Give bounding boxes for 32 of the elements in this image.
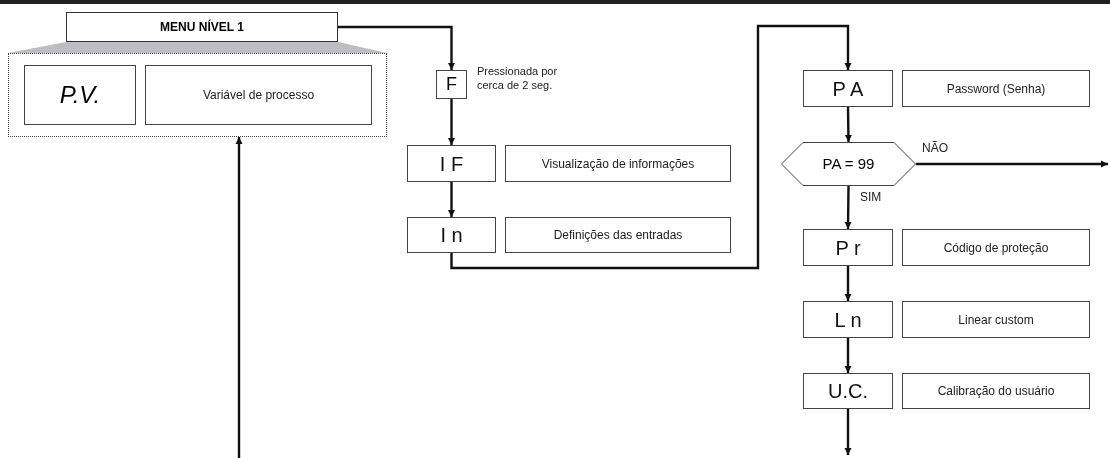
key-note: Pressionada por cerca de 2 seg. xyxy=(477,64,559,92)
arrow xyxy=(844,409,852,455)
parameter-box: P A xyxy=(803,70,893,107)
description-box: Definições das entradas xyxy=(505,217,731,253)
description-box: Linear custom xyxy=(902,301,1090,338)
menu-title-box: MENU NÍVEL 1 xyxy=(66,12,338,42)
display-box: P.V. xyxy=(24,65,136,125)
dotted-panel xyxy=(8,53,387,137)
arrow xyxy=(916,160,1108,168)
description-box: Password (Senha) xyxy=(902,70,1090,107)
parameter-box: L n xyxy=(803,301,893,338)
arrow xyxy=(844,107,852,142)
decision-text: PA = 99 xyxy=(822,153,875,174)
description-box: Código de proteção xyxy=(902,229,1090,266)
key-box: F xyxy=(436,70,467,99)
parameter-box: I n xyxy=(407,217,496,253)
arrow xyxy=(235,137,243,458)
arrow xyxy=(448,182,455,217)
arrow xyxy=(450,24,852,270)
arrow xyxy=(448,99,455,145)
parameter-box: P r xyxy=(803,229,893,266)
parameter-box: U.C. xyxy=(803,373,893,409)
description-box: Calibração do usuário xyxy=(902,373,1090,409)
edge-label: NÃO xyxy=(922,141,948,155)
parameter-box: I F xyxy=(407,145,496,182)
arrow xyxy=(844,338,852,373)
arrow xyxy=(338,25,455,70)
description-box: Visualização de informações xyxy=(505,145,731,182)
edge-label: SIM xyxy=(860,190,882,204)
description-box: Variável de processo xyxy=(145,65,372,125)
arrow xyxy=(844,266,852,301)
arrow xyxy=(844,186,852,229)
